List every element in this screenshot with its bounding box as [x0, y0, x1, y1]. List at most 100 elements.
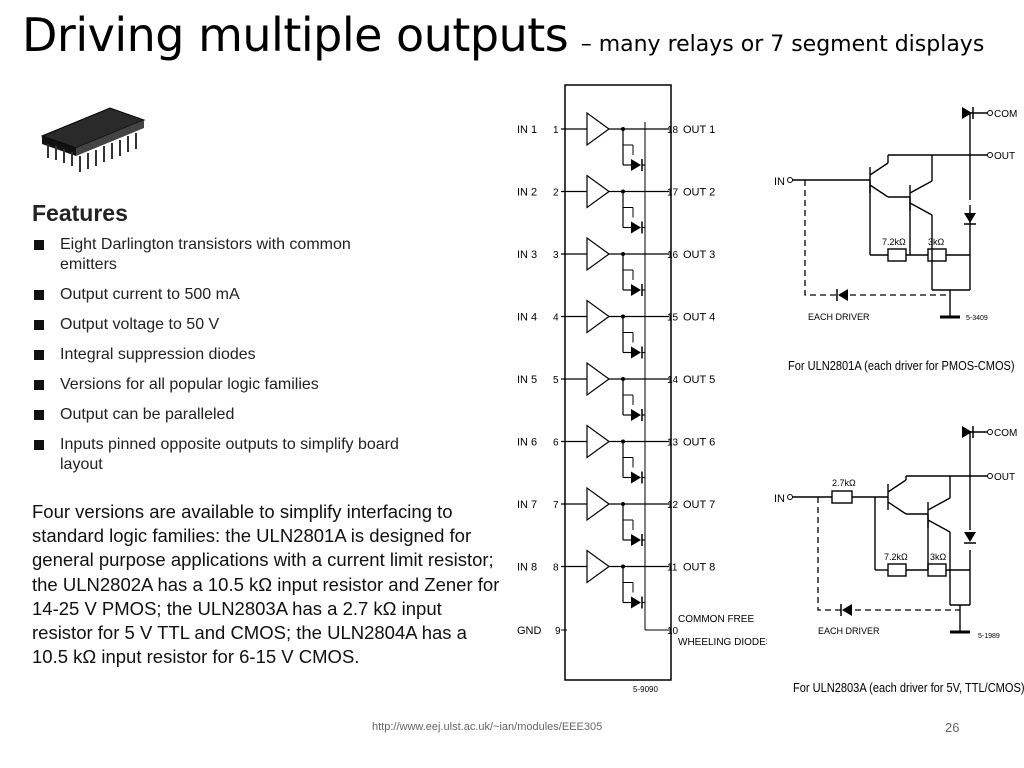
feature-item: Inputs pinned opposite outputs to simpli…: [32, 435, 410, 475]
feature-item: Output voltage to 50 V: [32, 315, 502, 335]
output-pin: 16: [667, 250, 679, 261]
diode-icon: [631, 471, 641, 484]
page-number: 26: [945, 720, 960, 735]
description-text: Four versions are available to simplify …: [32, 501, 500, 668]
input-label: IN 7: [517, 499, 537, 511]
circuit1-ref: 5-3409: [966, 315, 988, 322]
circuit2-out: OUT: [994, 472, 1015, 483]
output-pin: 13: [667, 438, 679, 449]
input-label: IN 2: [517, 187, 537, 199]
output-pin: 18: [667, 125, 679, 136]
circuit1-r2: 3kΩ: [928, 237, 945, 247]
pinout-channel: IN 5 5 14 OUT 5: [517, 361, 715, 421]
slide-title-row: Driving multiple outputs – many relays o…: [22, 8, 984, 62]
input-label: IN 6: [517, 437, 537, 449]
output-label: OUT 5: [683, 374, 715, 386]
circuit1-out: OUT: [994, 151, 1015, 162]
circuit2-each-driver: EACH DRIVER: [818, 626, 880, 636]
buffer-symbol: [586, 111, 611, 147]
diode-icon: [631, 596, 641, 609]
circuit2-in: IN: [774, 493, 785, 505]
input-pin: 1: [553, 125, 559, 136]
input-pin: 7: [553, 500, 559, 511]
buffer-symbol: [586, 361, 611, 397]
diode-icon: [631, 409, 641, 421]
input-label: IN 8: [517, 562, 537, 574]
circuit1-r1: 7.2kΩ: [882, 237, 906, 247]
circuit-uln2801a: IN COM OUT 7.2kΩ 3kΩ EACH DRIVER 5-3409: [774, 107, 1017, 322]
input-label: IN 3: [517, 249, 537, 261]
pinout-channel: IN 3 3 16 OUT 3: [517, 236, 715, 296]
diode-icon: [631, 284, 641, 296]
buffer-symbol: [586, 486, 611, 522]
circuit2-r1: 7.2kΩ: [884, 552, 908, 562]
output-label: OUT 2: [683, 187, 715, 199]
output-label: OUT 4: [683, 312, 715, 324]
pinout-channel: IN 4 4 15 OUT 4: [517, 299, 715, 359]
buffer-symbol: [586, 424, 611, 459]
diode-icon: [631, 346, 641, 359]
output-label: OUT 1: [683, 124, 715, 136]
features-list: Eight Darlington transistors with common…: [32, 235, 502, 475]
gnd-label: GND: [517, 625, 542, 637]
circuit2-caption: For ULN2803A (each driver for 5V, TTL/CM…: [793, 680, 1024, 695]
output-label: OUT 6: [683, 437, 715, 449]
circuit2-com: COM: [994, 428, 1017, 439]
common-label-2: WHEELING DIODES: [678, 637, 767, 648]
input-pin: 2: [553, 188, 559, 199]
footer-url: http://www.eej.ulst.ac.uk/~ian/modules/E…: [372, 721, 603, 733]
input-pin: 4: [553, 313, 559, 324]
feature-item: Output can be paralleled: [32, 405, 502, 425]
output-label: OUT 3: [683, 249, 715, 261]
buffer-symbol: [586, 174, 611, 209]
circuit1-each-driver: EACH DRIVER: [808, 312, 870, 322]
ic-body: [564, 84, 672, 681]
features-section: Features Eight Darlington transistors wi…: [32, 200, 502, 485]
feature-item: Integral suppression diodes: [32, 345, 502, 365]
slide-subtitle: – many relays or 7 segment displays: [580, 32, 985, 57]
circuit2-ref: 5-1989: [978, 633, 1000, 640]
description-paragraph: Four versions are available to simplify …: [32, 500, 502, 669]
input-pin: 3: [553, 250, 559, 261]
pinout-channel: IN 8 8 11 OUT 8: [517, 549, 715, 609]
output-pin: 17: [667, 188, 679, 199]
common-pin: 10: [667, 626, 679, 637]
circuit1-in: IN: [774, 176, 785, 188]
output-pin: 12: [667, 500, 679, 511]
input-pin: 8: [553, 563, 559, 574]
output-pin: 15: [667, 313, 679, 324]
features-heading: Features: [32, 200, 128, 226]
output-pin: 11: [667, 563, 678, 574]
common-label-1: COMMON FREE: [678, 614, 754, 625]
output-label: OUT 8: [683, 562, 715, 574]
output-pin: 14: [667, 375, 679, 386]
input-label: IN 5: [517, 374, 537, 386]
feature-item: Output current to 500 mA: [32, 285, 502, 305]
input-pin: 6: [553, 438, 559, 449]
circuit2-r2: 3kΩ: [930, 552, 947, 562]
diode-icon: [631, 534, 641, 546]
feature-item: Eight Darlington transistors with common…: [32, 235, 410, 275]
pinout-channel: IN 1 1 18 OUT 1: [517, 111, 715, 171]
pinout-channel: IN 6 6 13 OUT 6: [517, 424, 715, 484]
pinout-channel: IN 2 2 17 OUT 2: [517, 174, 715, 234]
diode-icon: [631, 221, 641, 234]
input-pin: 5: [553, 375, 559, 386]
buffer-symbol: [586, 236, 611, 272]
circuit1-com: COM: [994, 109, 1017, 120]
buffer-symbol: [586, 299, 611, 334]
circuit1-caption: For ULN2801A (each driver for PMOS-CMOS): [788, 358, 1015, 373]
input-label: IN 1: [517, 124, 537, 136]
pinout-ref: 5-9090: [633, 685, 658, 694]
diode-icon: [631, 159, 641, 171]
circuit2-r-in: 2.7kΩ: [832, 478, 856, 488]
input-label: IN 4: [517, 312, 537, 324]
circuit-uln2803a: IN COM OUT 2.7kΩ 7.2kΩ 3kΩ EACH DRIVER 5…: [774, 426, 1017, 640]
gnd-pin: 9: [555, 626, 561, 637]
dip-chip-image: [40, 107, 146, 172]
buffer-symbol: [586, 549, 611, 584]
slide-title: Driving multiple outputs: [22, 8, 569, 62]
feature-item: Versions for all popular logic families: [32, 375, 502, 395]
